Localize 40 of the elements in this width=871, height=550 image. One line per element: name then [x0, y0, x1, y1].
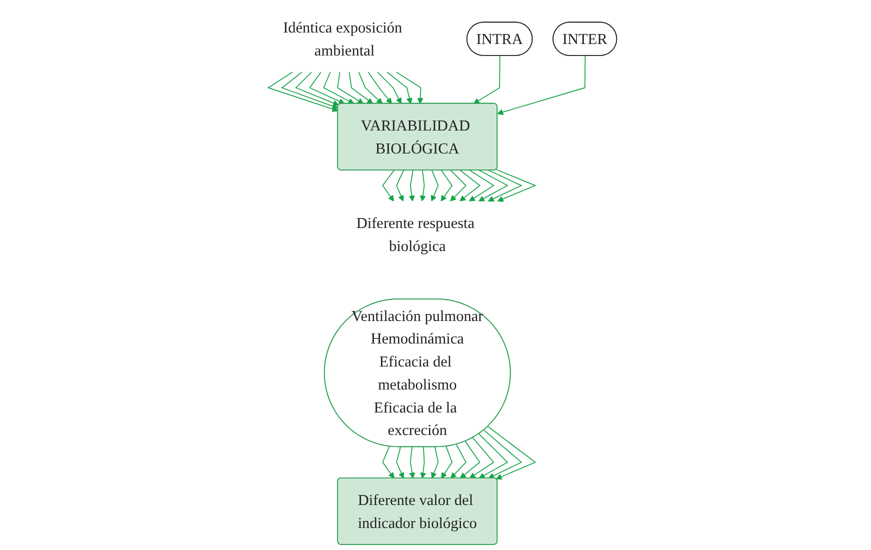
- arrow: [409, 446, 416, 478]
- arrow: [469, 437, 494, 478]
- arrow: [488, 170, 522, 202]
- arrow: [382, 446, 394, 478]
- arrow: [396, 72, 424, 104]
- arrow: [323, 72, 354, 104]
- arrow: [460, 170, 480, 202]
- arrow: [377, 72, 402, 104]
- arrow: [450, 444, 466, 478]
- arrow: [473, 55, 500, 104]
- node-text: Diferente respuesta biológica: [356, 214, 475, 255]
- arrow: [408, 170, 415, 202]
- arrow: [441, 446, 453, 478]
- arrow: [478, 170, 508, 202]
- arrow: [348, 72, 374, 104]
- arrow: [295, 72, 339, 106]
- arrow: [281, 72, 338, 110]
- arrow: [488, 426, 536, 480]
- node-text: Idéntica exposición ambiental: [283, 18, 402, 59]
- arrow: [358, 72, 383, 104]
- arrow: [469, 170, 494, 202]
- arrow: [382, 170, 395, 202]
- arrow: [431, 446, 439, 478]
- arrow: [267, 72, 338, 112]
- arrow: [309, 72, 345, 104]
- arrow: [496, 169, 536, 202]
- arrow: [396, 170, 404, 202]
- arrow: [450, 170, 467, 202]
- arrow: [478, 433, 508, 478]
- arrow: [386, 72, 412, 104]
- arrow: [337, 72, 364, 104]
- arrow: [440, 170, 453, 202]
- arrow: [420, 446, 426, 478]
- arrow: [368, 72, 392, 104]
- arrow: [460, 440, 480, 478]
- arrow: [483, 430, 522, 479]
- arrow: [497, 55, 586, 116]
- arrow: [430, 170, 439, 202]
- arrow: [396, 446, 404, 478]
- arrow: [420, 170, 426, 202]
